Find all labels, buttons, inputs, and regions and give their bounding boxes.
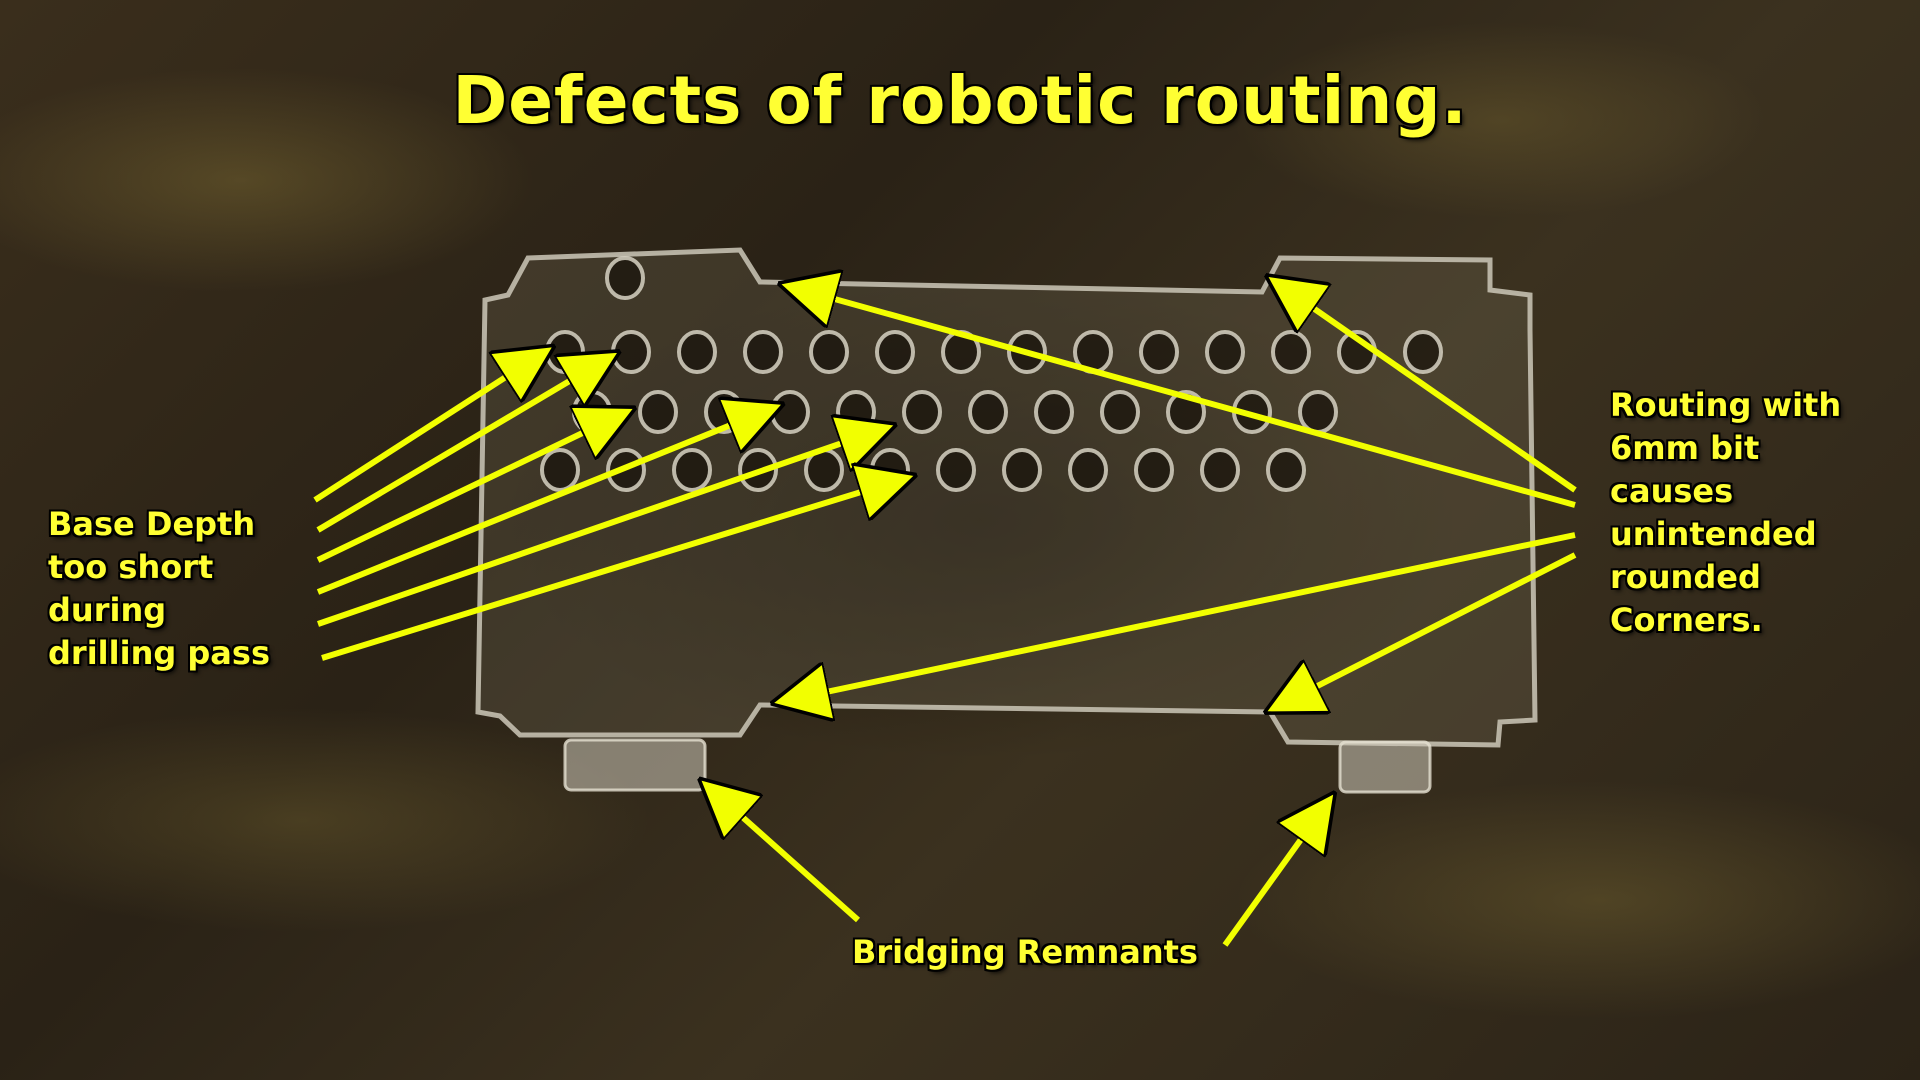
drilled-hole: [638, 390, 678, 434]
page-title: Defects of robotic routing.: [452, 62, 1468, 139]
drilled-hole: [545, 330, 585, 374]
drilled-hole: [936, 448, 976, 492]
arrow: [795, 288, 1576, 508]
arrow: [1280, 285, 1577, 493]
label-line: Base Depth: [48, 505, 256, 543]
drilled-hole: [902, 390, 942, 434]
label-line: 6mm bit: [1610, 429, 1760, 467]
drilled-hole: [1200, 448, 1240, 492]
drilled-hole: [968, 390, 1008, 434]
routing-arrows: [788, 285, 1577, 705]
arrow: [313, 355, 540, 503]
bridging-label: Bridging Remnants: [852, 933, 1198, 971]
arrow: [316, 415, 620, 563]
routing-label: Routing with 6mm bit causes unintended r…: [1610, 384, 1841, 642]
drilled-hole: [677, 330, 717, 374]
drilled-hole: [611, 330, 651, 374]
arrow: [316, 410, 768, 595]
drilled-hole: [770, 390, 810, 434]
label-line: Routing with: [1610, 386, 1842, 424]
drilled-hole: [1100, 390, 1140, 434]
drilled-hole: [605, 256, 645, 300]
label-line: unintended: [1610, 515, 1817, 553]
drilled-hole: [1002, 448, 1042, 492]
drilled-hole: [1134, 448, 1174, 492]
label-line: during: [48, 591, 167, 629]
drilled-hole: [1403, 330, 1443, 374]
drilled-hole: [1068, 448, 1108, 492]
arrow: [316, 360, 605, 533]
arrow: [321, 480, 900, 661]
drilled-hole: [1298, 390, 1338, 434]
drilled-hole: [809, 330, 849, 374]
drilled-hole: [1205, 330, 1245, 374]
label-line: Corners.: [1610, 601, 1763, 639]
acrylic-plate: [475, 247, 1538, 794]
arrow: [1222, 806, 1325, 947]
base-depth-arrows: [313, 355, 900, 661]
arrow: [1280, 552, 1577, 705]
label-line: drilling pass: [48, 634, 270, 672]
label-line: causes: [1610, 472, 1734, 510]
label-line: rounded: [1610, 558, 1761, 596]
arrow: [317, 430, 880, 627]
base-depth-label: Base Depth too short during drilling pas…: [48, 503, 270, 675]
drilled-hole: [1271, 330, 1311, 374]
drilled-hole: [743, 330, 783, 374]
drilled-hole: [836, 390, 876, 434]
bridging-arrows: [712, 790, 1325, 947]
drilled-hole: [1139, 330, 1179, 374]
label-line: too short: [48, 548, 214, 586]
drilled-hole: [1034, 390, 1074, 434]
drilled-hole: [875, 330, 915, 374]
arrow: [712, 790, 860, 923]
arrow: [788, 532, 1576, 700]
drilled-hole: [1266, 448, 1306, 492]
drilled-hole: [672, 448, 712, 492]
drilled-hole: [540, 448, 580, 492]
